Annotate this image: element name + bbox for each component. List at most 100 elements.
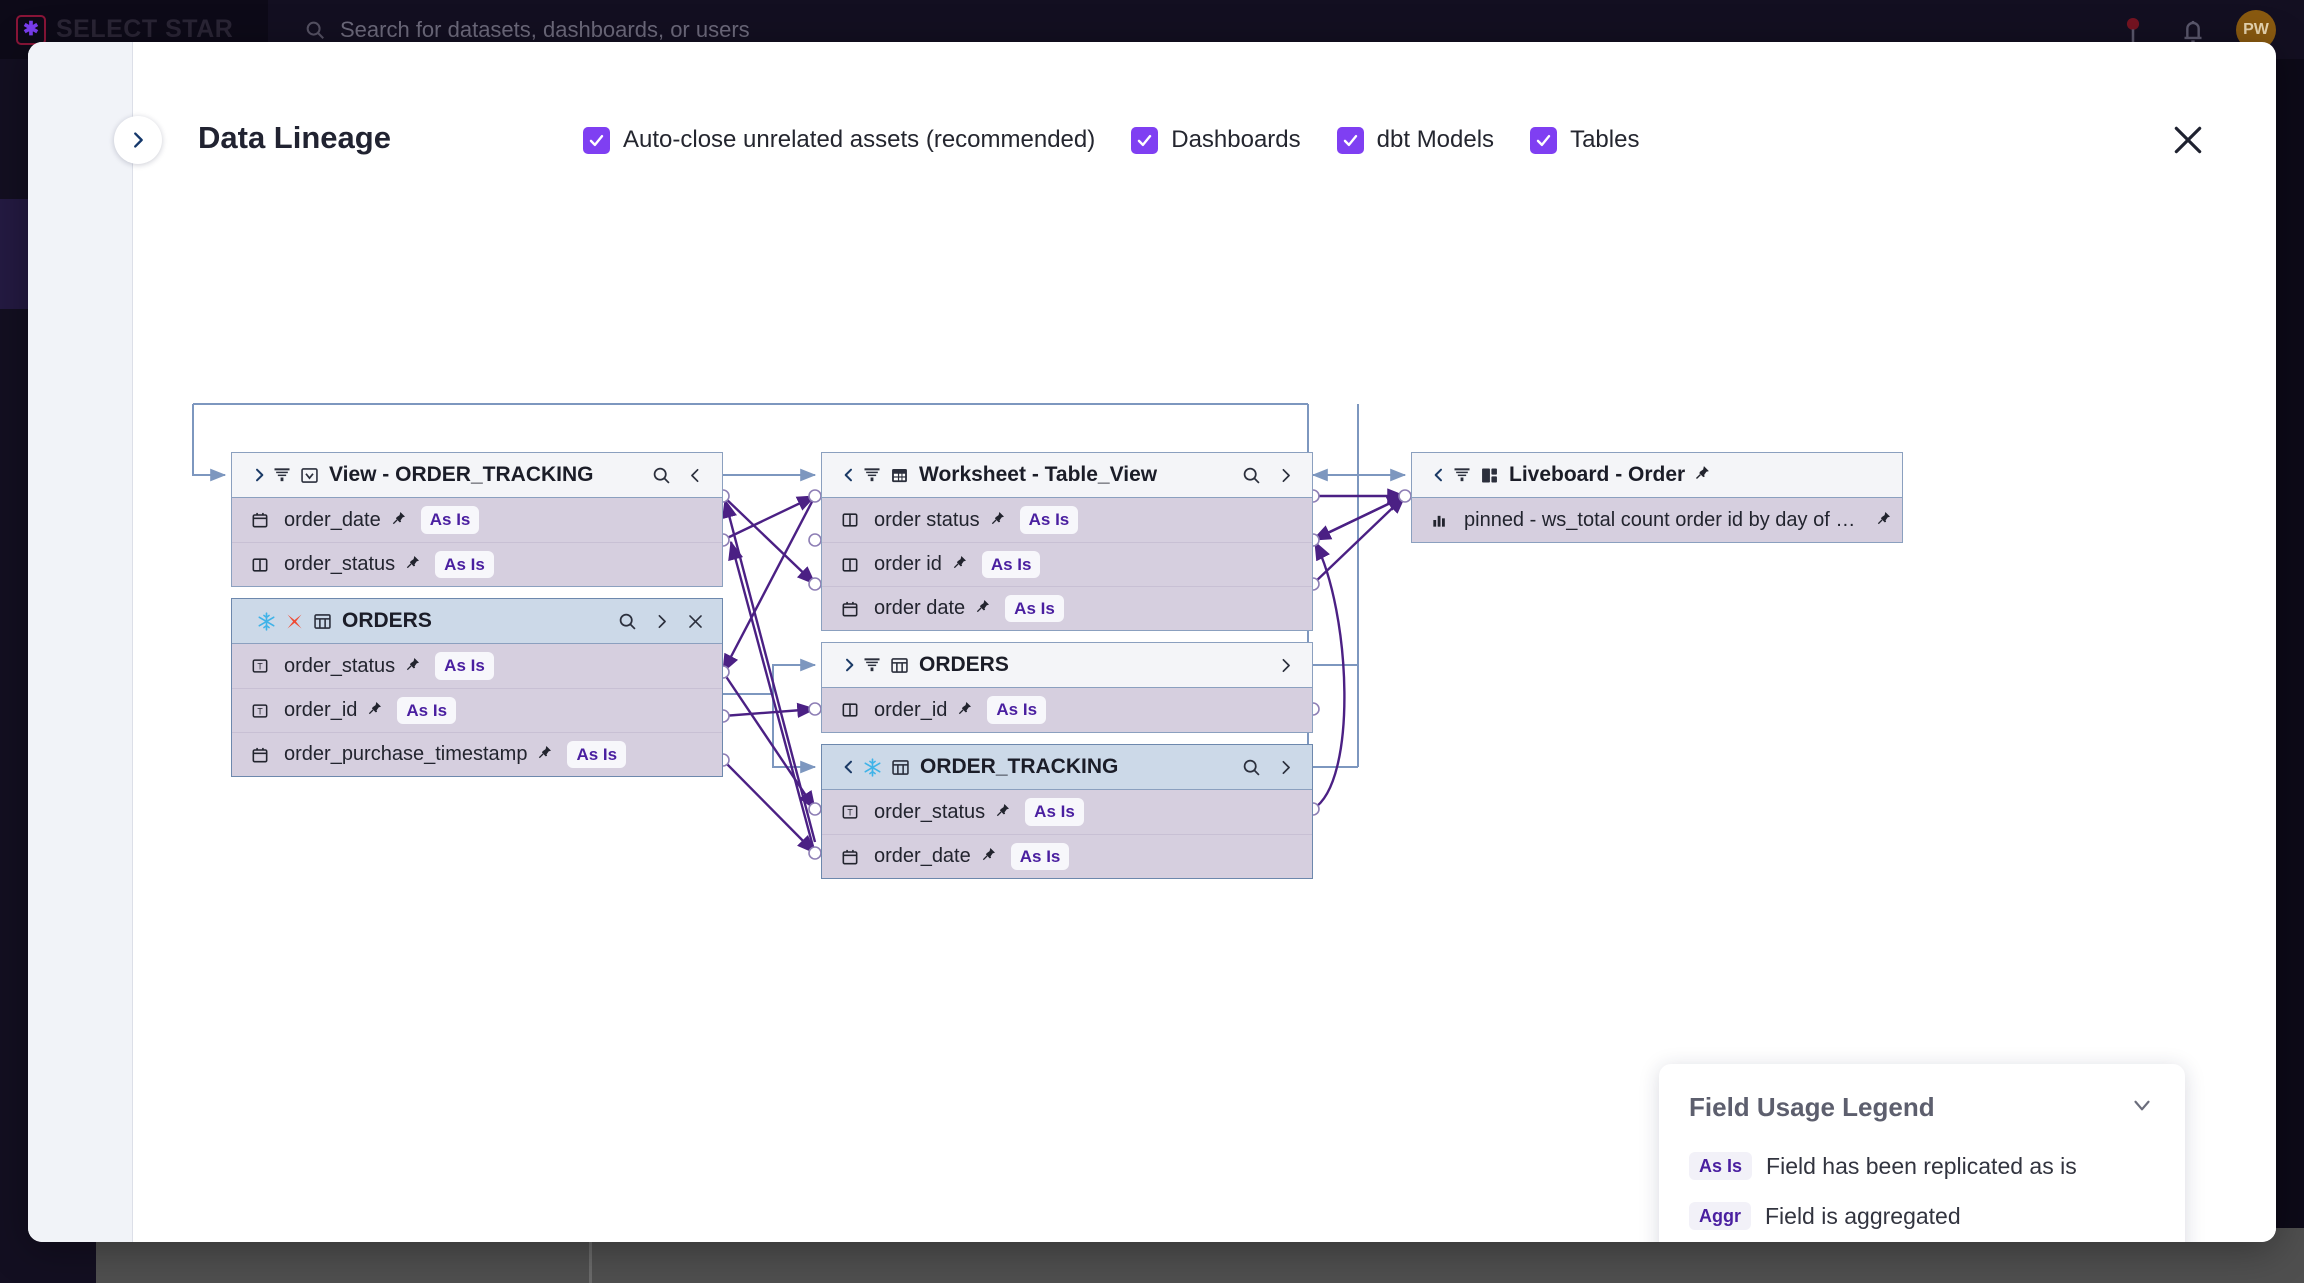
checkbox-checked-icon[interactable] [1131, 126, 1159, 154]
usage-badge: As Is [420, 506, 480, 534]
chevron-right-icon[interactable] [246, 467, 272, 483]
lineage-node-liveboard-order[interactable]: Liveboard - Order pinned - ws_total coun… [1411, 452, 1903, 543]
lineage-node-orders-source[interactable]: ORDERS T order_status As Is T or [231, 598, 723, 777]
node-header[interactable]: ORDER_TRACKING [822, 745, 1312, 790]
field-row[interactable]: order status As Is [822, 498, 1312, 542]
field-row[interactable]: T order_status As Is [822, 790, 1312, 834]
checkbox-checked-icon[interactable] [583, 126, 610, 154]
pin-icon [975, 598, 991, 619]
filter-label: Dashboards [1171, 126, 1301, 153]
node-field-list: order_id As Is [822, 688, 1312, 732]
lineage-node-view-order-tracking[interactable]: View - ORDER_TRACKING order_date As Is o… [231, 452, 723, 587]
field-usage-legend[interactable]: Field Usage Legend As Is Field has been … [1659, 1064, 2185, 1242]
node-header[interactable]: ORDERS [232, 599, 722, 644]
collapse-panel-button[interactable] [114, 116, 162, 164]
chevron-right-icon [134, 132, 143, 148]
legend-header[interactable]: Field Usage Legend [1689, 1092, 2155, 1123]
usage-badge: As Is [567, 740, 627, 769]
table-icon [891, 657, 908, 673]
field-row[interactable]: order id As Is [822, 542, 1312, 586]
bell-icon[interactable] [2176, 13, 2210, 47]
node-header[interactable]: ORDERS [822, 643, 1312, 688]
node-header[interactable]: Worksheet - Table_View [822, 453, 1312, 498]
checkbox-checked-icon[interactable] [1336, 126, 1364, 154]
node-source-icons [256, 611, 333, 632]
search-icon[interactable] [610, 604, 644, 638]
thoughtspot-icon [1454, 468, 1470, 482]
filter-dbt-models[interactable]: dbt Models [1336, 126, 1494, 154]
filter-dashboards[interactable]: Dashboards [1131, 126, 1301, 154]
chart-icon [1430, 510, 1456, 530]
chevron-left-icon[interactable] [678, 458, 712, 492]
close-icon[interactable] [678, 604, 712, 638]
chevron-left-icon[interactable] [836, 467, 862, 483]
node-header[interactable]: Liveboard - Order [1412, 453, 1902, 498]
search-icon[interactable] [1234, 458, 1268, 492]
chevron-right-icon[interactable] [644, 604, 678, 638]
filter-auto-close[interactable]: Auto-close unrelated assets (recommended… [583, 126, 1095, 154]
column-icon [840, 510, 866, 530]
usage-badge: As Is [1019, 506, 1079, 534]
usage-badge: As Is [987, 696, 1047, 724]
pin-icon [952, 554, 968, 575]
field-row[interactable]: order_date As Is [232, 498, 722, 542]
chevron-left-icon[interactable] [836, 759, 862, 775]
legend-row: As Is Field has been replicated as is [1689, 1141, 2155, 1191]
pin-icon [537, 744, 553, 765]
lineage-node-order-tracking-mid[interactable]: ORDER_TRACKING T order_status As Is orde… [821, 744, 1313, 879]
field-name: pinned - ws_total count order id by day … [1464, 508, 1866, 531]
column-icon [840, 555, 866, 575]
node-title: ORDERS [919, 653, 1009, 676]
close-modal-button[interactable] [2168, 120, 2208, 160]
field-name: order_id [284, 699, 358, 721]
field-row[interactable]: order_date As Is [822, 834, 1312, 878]
usage-badge: As Is [1005, 594, 1064, 623]
field-name: order id [874, 553, 942, 575]
node-header[interactable]: View - ORDER_TRACKING [232, 453, 722, 498]
svg-text:T: T [847, 808, 853, 818]
global-search[interactable]: Search for datasets, dashboards, or user… [268, 0, 2116, 59]
field-row[interactable]: T order_status As Is [232, 644, 722, 688]
legend-row: Aggr Field is aggregated [1689, 1191, 2155, 1241]
chevron-right-icon[interactable] [1268, 648, 1302, 682]
chevron-down-icon[interactable] [2129, 1092, 2155, 1123]
lineage-node-worksheet-table-view[interactable]: Worksheet - Table_View order status As I… [821, 452, 1313, 631]
legend-badge: Aggr [1689, 1201, 1751, 1231]
field-row[interactable]: order_id As Is [822, 688, 1312, 732]
field-row[interactable]: order_purchase_timestamp As Is [232, 732, 722, 776]
pin-icon[interactable] [2116, 13, 2150, 47]
pin-icon [995, 802, 1011, 823]
field-row[interactable]: order date As Is [822, 586, 1312, 630]
search-icon[interactable] [1234, 750, 1268, 784]
snowflake-icon [258, 611, 275, 631]
table-icon [892, 759, 909, 775]
snowflake-icon [864, 757, 881, 777]
checkbox-checked-icon[interactable] [1530, 126, 1558, 154]
pin-icon [391, 510, 407, 531]
field-row[interactable]: T order_id As Is [232, 688, 722, 732]
text-icon: T [840, 802, 866, 822]
chevron-right-icon[interactable] [836, 657, 862, 673]
lineage-canvas[interactable]: View - ORDER_TRACKING order_date As Is o… [133, 182, 2276, 1242]
pin-icon [1694, 464, 1711, 486]
field-row[interactable]: order_status As Is [232, 542, 722, 586]
field-name: order_date [284, 508, 381, 531]
calendar-icon [250, 510, 276, 530]
search-icon[interactable] [644, 458, 678, 492]
usage-badge: As Is [1025, 798, 1084, 826]
filter-tables[interactable]: Tables [1530, 126, 1639, 154]
modal-left-rail [28, 42, 133, 1242]
node-title: ORDER_TRACKING [920, 755, 1119, 778]
pin-icon [957, 700, 973, 721]
lineage-node-orders-mid[interactable]: ORDERS order_id As Is [821, 642, 1313, 733]
text-icon: T [250, 656, 276, 676]
field-row[interactable]: pinned - ws_total count order id by day … [1412, 498, 1902, 542]
chevron-left-icon[interactable] [1426, 467, 1452, 483]
field-name: order date [874, 597, 966, 619]
legend-text: Field is aggregated [1765, 1202, 1961, 1229]
text-icon: T [250, 701, 276, 721]
chevron-right-icon[interactable] [1268, 458, 1302, 492]
field-name: order_status [284, 553, 396, 575]
chevron-right-icon[interactable] [1268, 750, 1302, 784]
legend-text: Field has been replicated as is [1766, 1152, 2077, 1179]
